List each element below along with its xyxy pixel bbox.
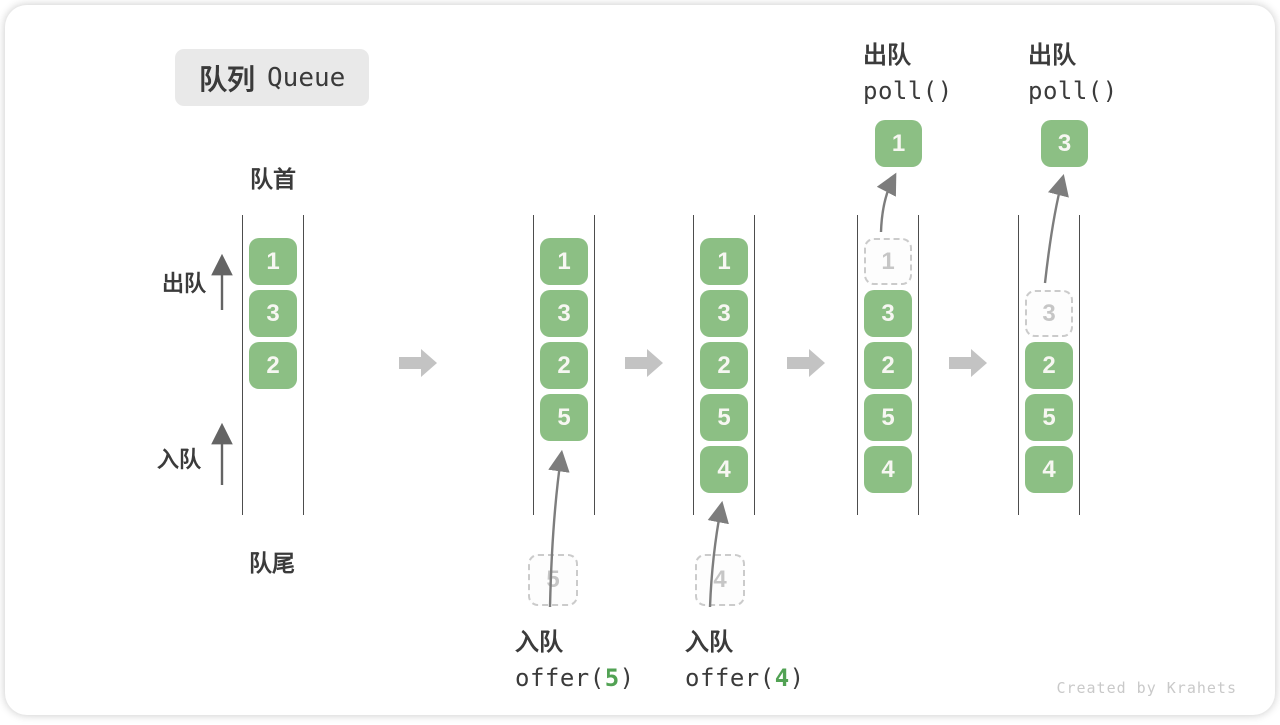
queue-state-5: 3 2 5 4 [1018,215,1080,515]
queue-item: 2 [864,342,912,389]
queue-state-4: 1 3 2 5 4 [857,215,919,515]
offer-code-arg: 5 [604,664,620,692]
queue-state-3: 1 3 2 5 4 [693,215,755,515]
poll-operation-label: 出队 poll() [863,35,953,105]
enqueue-side-label: 入队 [157,447,202,472]
queue-item: 4 [1025,446,1073,493]
transition-arrow-1 [399,349,437,377]
queue-item: 5 [864,394,912,441]
enqueue-op-text: 入队 [685,629,733,656]
arrows-overlay [211,172,1069,608]
dequeue-op-text: 出队 [1028,42,1076,69]
offer-code-close: ) [619,664,635,692]
queue-item: 5 [540,394,588,441]
transition-arrow-3 [787,349,825,377]
queue-state-2: 1 3 2 5 [533,215,595,515]
offer-code-close: ) [789,664,805,692]
queue-item: 3 [700,290,748,337]
offer-code-text: offer(5) [515,664,635,692]
figure-card: 队列 Queue 队首 队尾 出队 入队 1 3 2 1 3 2 5 1 3 2… [5,5,1275,715]
title-zh: 队列 [199,63,256,95]
queue-item: 3 [540,290,588,337]
title-badge: 队列 Queue [175,49,370,106]
dequeue-op-text: 出队 [863,42,911,69]
offer-code-fn: offer( [685,664,775,692]
queue-item: 3 [249,290,297,337]
enqueue-op-text: 入队 [515,629,563,656]
queue-item: 5 [700,394,748,441]
poll-code-text: poll() [1028,77,1118,105]
offered-item: 5 [528,554,578,606]
queue-item: 2 [700,342,748,389]
transition-arrow-2 [625,349,663,377]
queue-rear-label: 队尾 [249,550,295,576]
dequeue-side-label: 出队 [162,271,207,296]
queue-item: 1 [249,238,297,285]
offer-operation-label: 入队 offer(4) [685,622,805,692]
queue-item: 1 [540,238,588,285]
queue-item: 2 [249,342,297,389]
offer-code-text: offer(4) [685,664,805,692]
watermark: Created by Krahets [1056,679,1237,697]
queue-item: 1 [700,238,748,285]
title-en: Queue [267,62,346,93]
offered-item: 4 [695,554,745,606]
poll-code-text: poll() [863,77,953,105]
polled-item: 1 [875,120,922,167]
polled-item: 3 [1041,120,1088,167]
queue-item: 4 [864,446,912,493]
removed-item-placeholder: 1 [864,238,912,285]
queue-item: 5 [1025,394,1073,441]
offer-operation-label: 入队 offer(5) [515,622,635,692]
offer-code-fn: offer( [515,664,605,692]
poll-operation-label: 出队 poll() [1028,35,1118,105]
queue-item: 2 [1025,342,1073,389]
offer-code-arg: 4 [774,664,790,692]
queue-state-1: 1 3 2 [242,215,304,515]
queue-item: 4 [700,446,748,493]
queue-front-label: 队首 [250,166,296,192]
queue-item: 3 [864,290,912,337]
transition-arrow-4 [949,349,987,377]
queue-item: 2 [540,342,588,389]
removed-item-placeholder: 3 [1025,290,1073,337]
